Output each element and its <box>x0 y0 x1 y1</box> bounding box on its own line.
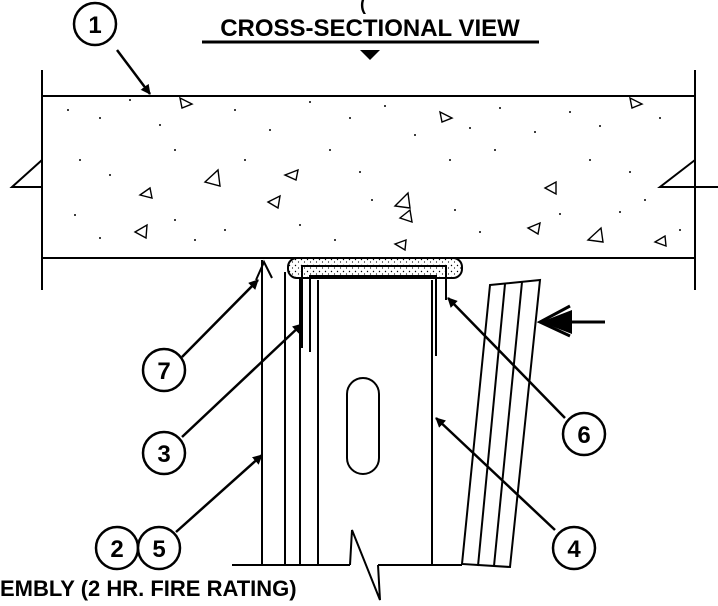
leader-lines <box>116 49 566 533</box>
callout-3-label: 3 <box>157 441 170 468</box>
callout-1-label: 1 <box>88 12 101 39</box>
callout-7: 7 <box>141 347 187 393</box>
install-arrowhead <box>541 310 572 334</box>
leader-5 <box>175 454 263 533</box>
steel-stud <box>301 265 447 601</box>
aggregate-dots <box>67 99 681 241</box>
leader-6 <box>447 297 566 419</box>
leader-3 <box>181 323 303 438</box>
gypsum-board-left <box>255 259 301 565</box>
title-top-mark: ( <box>360 0 366 14</box>
callout-4: 4 <box>551 525 597 571</box>
callout-3: 3 <box>141 430 187 476</box>
sealant-bead <box>287 257 463 279</box>
break-line-left <box>9 159 43 188</box>
callout-5-label: 5 <box>152 536 165 563</box>
callout-6: 6 <box>561 411 607 457</box>
callout-2-label: 2 <box>110 536 123 563</box>
aggregate-pattern <box>133 96 667 252</box>
callout-4-label: 4 <box>567 536 581 563</box>
stud-knockout <box>346 377 380 475</box>
leader-7 <box>181 279 259 358</box>
section-marker-triangle <box>360 50 380 60</box>
callout-6-label: 6 <box>577 422 590 449</box>
callout-1: 1 <box>72 1 118 47</box>
stud-break <box>349 529 381 601</box>
callout-5: 5 <box>136 525 182 571</box>
leader-4 <box>435 417 556 531</box>
drawing-title: CROSS-SECTIONAL VIEW <box>220 15 520 42</box>
leader-1 <box>116 49 151 95</box>
callout-7-label: 7 <box>157 358 170 385</box>
callout-2: 2 <box>94 525 140 571</box>
assembly-caption: EMBLY (2 HR. FIRE RATING) <box>0 576 297 601</box>
break-line-right <box>657 159 718 188</box>
gypsum-panel-detached <box>460 278 542 569</box>
